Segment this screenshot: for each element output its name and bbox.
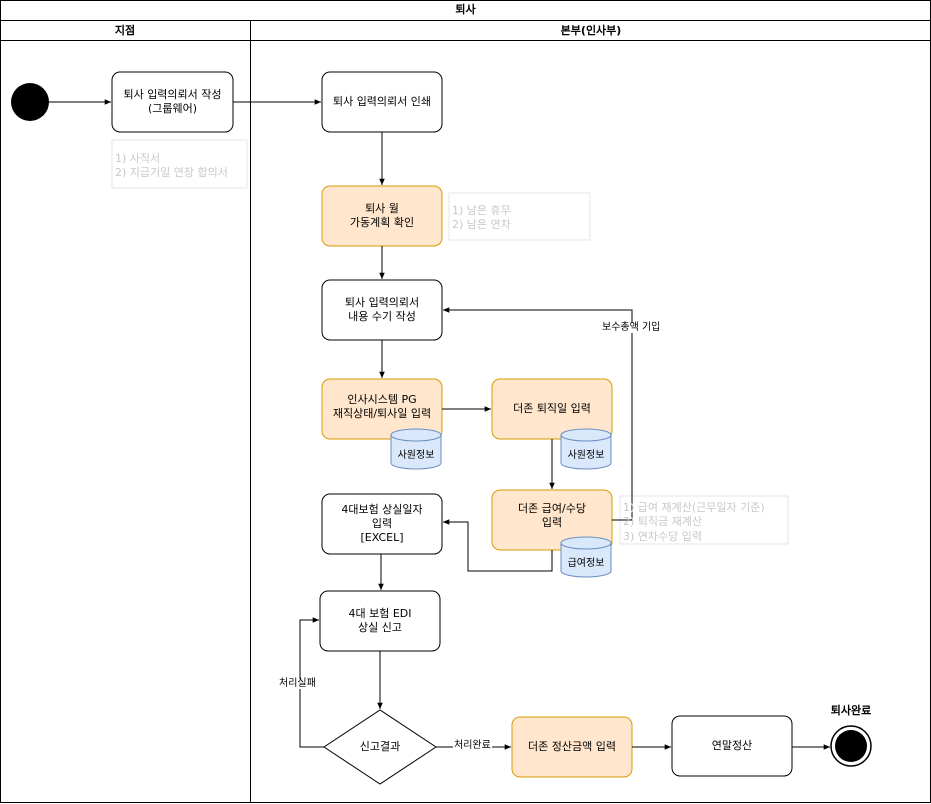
annual-box	[671, 715, 793, 777]
lane-branch-title: 지점	[114, 23, 136, 37]
pool-title: 퇴사	[455, 3, 476, 17]
db-employee-2-label: 사원정보	[567, 449, 605, 461]
lane-hq-title: 본부(인사부)	[560, 23, 622, 37]
check-plan-label: 퇴사 월 가동계획 확인	[349, 202, 415, 229]
print-label: 퇴사 입력의뢰서 인쇄	[332, 95, 432, 109]
douzone-retire-label: 더존 퇴직일 입력	[513, 402, 591, 416]
db-employee-2	[560, 428, 612, 470]
result-diamond	[323, 709, 437, 785]
insurance-excel-label: 4대보험 상실일자 입력 [EXCEL]	[341, 503, 423, 544]
leave-note: 1) 남은 휴무 2) 남은 연차	[452, 204, 511, 232]
docs-note: 1) 사직서 2) 지급기일 연장 합의서	[115, 152, 228, 180]
db-employee-1-label: 사원정보	[397, 449, 435, 461]
done-edge-label: 처리완료	[453, 740, 492, 751]
db-employee-1	[390, 428, 442, 470]
settle-input-label: 더존 정산금액 입력	[528, 740, 616, 754]
annual-label: 연말정산	[711, 739, 753, 753]
edi-label: 4대 보험 EDI 상실 신고	[348, 607, 412, 634]
douzone-salary-label: 더존 급여/수당 입력	[518, 502, 586, 529]
insurance-excel-box	[321, 493, 443, 555]
fail-edge-label: 처리실패	[278, 678, 317, 689]
end-node-inner	[835, 730, 867, 762]
manual-label: 퇴사 입력의뢰서 내용 수기 작성	[344, 296, 420, 323]
hr-pg-label: 인사시스템 PG 재직상태/퇴사일 입력	[332, 393, 432, 420]
result-label: 신고결과	[359, 740, 401, 754]
start-node	[11, 83, 49, 121]
db-salary	[560, 536, 612, 578]
recalc-note: 1) 급여 재계산(근무일자 기준) 2) 퇴직금 재계산 3) 연차수당 입력	[623, 501, 765, 543]
db-salary-label: 급여정보	[567, 557, 605, 569]
end-label: 퇴사완료	[830, 704, 872, 718]
pay-amount-edge-label: 보수총액 기입	[601, 322, 662, 333]
draft-label: 퇴사 입력의뢰서 작성 (그룹웨어)	[123, 88, 222, 115]
